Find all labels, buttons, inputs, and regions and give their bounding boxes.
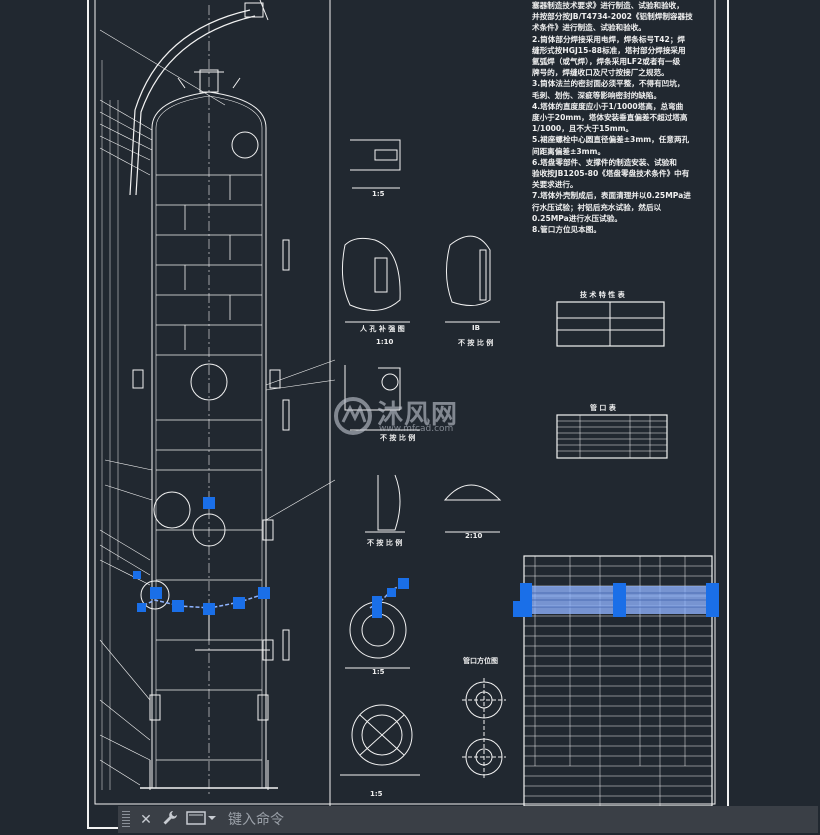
grip <box>387 588 396 597</box>
note-line: 8.管口方位见本图。 <box>532 225 601 235</box>
manhole-scale-label: 1:10 <box>376 338 394 346</box>
grip <box>203 603 215 615</box>
note-line: 4.塔体的直度度应小于1/1000塔高，总弯曲 <box>532 101 684 111</box>
selection-grips <box>133 497 719 618</box>
note-line: 6.塔盘零部件、支撑件的制造安装、试验和 <box>532 157 677 167</box>
wrench-icon[interactable] <box>162 810 178 830</box>
close-icon[interactable]: ✕ <box>140 811 152 828</box>
grip <box>133 571 141 579</box>
command-input[interactable] <box>226 807 818 832</box>
note-line: 缝形式按HGJ15-88标准，塔衬部分焊接采用 <box>532 45 686 55</box>
note-line: 并按部分按JB/T4734-2002《铝制焊制容器技 <box>532 12 693 22</box>
note-line: 术条件》进行制造、试验和验收。 <box>532 23 646 33</box>
grip <box>137 603 146 612</box>
note-line: 塞器制造技术要求》进行制造、试验和验收， <box>532 1 684 10</box>
note-line: 关要求进行。 <box>532 180 578 190</box>
grip <box>233 597 245 609</box>
note-line: 毛刺、划伤、深疵等影响密封的缺陷。 <box>532 90 662 100</box>
note-line: 行水压试验；衬铝后充水试验，然后以 <box>532 202 662 212</box>
note-line: 间距离偏差±3mm。 <box>532 146 606 156</box>
scale-label: 不 按 比 例 <box>380 434 416 442</box>
grip <box>398 578 409 589</box>
command-line: ✕ <box>118 806 818 833</box>
bottom-scale-label: 1:5 <box>370 790 383 798</box>
grip <box>258 587 270 599</box>
azimuth-label: 管口方位图 <box>463 657 498 665</box>
grip <box>513 601 521 617</box>
grip <box>706 583 719 617</box>
command-history-dropdown[interactable] <box>186 810 216 830</box>
grip <box>520 583 532 617</box>
note-line: 1/1000，且不大于15mm。 <box>532 124 634 134</box>
grip <box>203 497 215 509</box>
tech-table-title: 技 术 特 性 表 <box>580 291 625 299</box>
note-line: 5.裙座螺栓中心圆直径偏差±3mm，任意两孔 <box>532 135 690 145</box>
watermark-logo-icon <box>334 397 372 435</box>
nozzle-table-title: 管 口 表 <box>590 404 616 412</box>
chevron-down-icon <box>186 810 216 825</box>
plate-scale-label: 2:10 <box>465 532 483 540</box>
note-line: 0.25MPa进行水压试验。 <box>532 213 622 223</box>
grip <box>613 583 626 617</box>
note-line: 3.筒体法兰的密封面必须平整，不得有凹坑， <box>532 79 685 89</box>
drag-handle-icon[interactable] <box>122 810 130 829</box>
note-line: 牌号的，焊缝收口及尺寸按接厂之规范。 <box>532 68 669 78</box>
note-line: 氩弧焊（或气焊），焊条采用LF2或者有一级 <box>532 57 681 67</box>
watermark-url: www.mfcad.com <box>379 424 454 434</box>
grip <box>172 600 184 612</box>
watermark-brand: 沐风网 <box>377 400 459 430</box>
scale-label: 不 按 比 例 <box>458 339 494 347</box>
note-line: 验收按JB1205-80《塔盘零盘技术条件》中有 <box>532 169 690 179</box>
technical-notes: 塞器制造技术要求》进行制造、试验和验收， 并按部分按JB/T4734-2002《… <box>532 0 710 235</box>
b-scale-label: 1:5 <box>372 668 385 676</box>
pipe-scale-label: 1:5 <box>372 190 385 198</box>
grip <box>372 596 382 618</box>
note-line: 2.筒体部分焊接采用电焊，焊条标号T42；焊 <box>532 34 686 44</box>
manhole-view-label: 人 孔 补 强 图 <box>360 325 405 333</box>
ib-view-label: IB <box>472 324 480 332</box>
note-line: 度小于20mm，塔体安装垂直偏差不超过塔高 <box>532 113 688 123</box>
grip <box>150 587 162 599</box>
note-line: 7.塔体外壳制成后，表面清理并以0.25MPa进 <box>532 191 691 201</box>
scale-label: 不 按 比 例 <box>367 539 403 547</box>
watermark: 沐风网 www.mfcad.com <box>333 396 503 440</box>
